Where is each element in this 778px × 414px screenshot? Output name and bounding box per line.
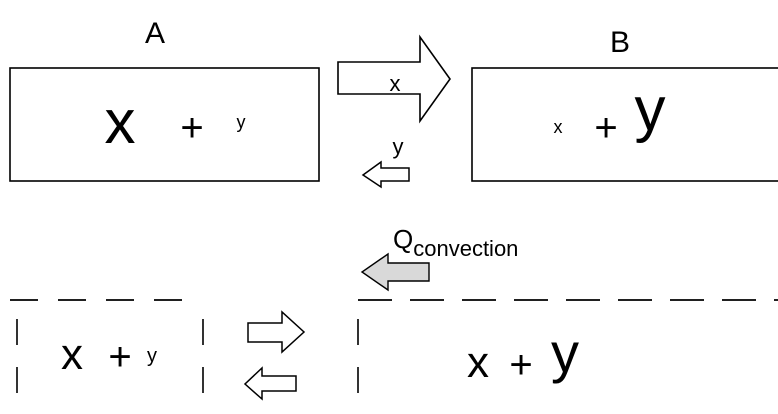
box-b-y: y: [635, 75, 666, 144]
flux-x-arrow-right: [337, 34, 451, 124]
right-region-y: y: [551, 321, 579, 384]
q-convection-label: Qconvection: [393, 224, 518, 261]
box-b-title: B: [610, 26, 630, 59]
box-a-y: y: [237, 112, 246, 132]
left-region-y: y: [147, 345, 157, 367]
exchange-arrow-right: [247, 310, 306, 354]
box-b-plus: +: [594, 106, 617, 150]
box-a-plus: +: [180, 106, 203, 150]
box-b: [471, 67, 778, 182]
right-region-plus: +: [509, 343, 532, 387]
flux-y-label: y: [393, 134, 404, 159]
q-convection-main: Q: [393, 224, 413, 254]
q-convection-subscript: convection: [413, 236, 518, 261]
left-region-plus: +: [108, 335, 131, 379]
flux-x-label: x: [390, 71, 401, 96]
left-region-x: x: [61, 330, 83, 379]
box-a-x: x: [105, 88, 136, 157]
convection-arrow-left: [360, 252, 430, 292]
box-a-title: A: [145, 17, 165, 50]
box-a: [9, 67, 320, 182]
exchange-arrow-left: [243, 366, 297, 401]
flux-y-arrow-left: [361, 160, 410, 189]
right-region-x: x: [467, 338, 489, 387]
box-b-x: x: [554, 117, 563, 137]
